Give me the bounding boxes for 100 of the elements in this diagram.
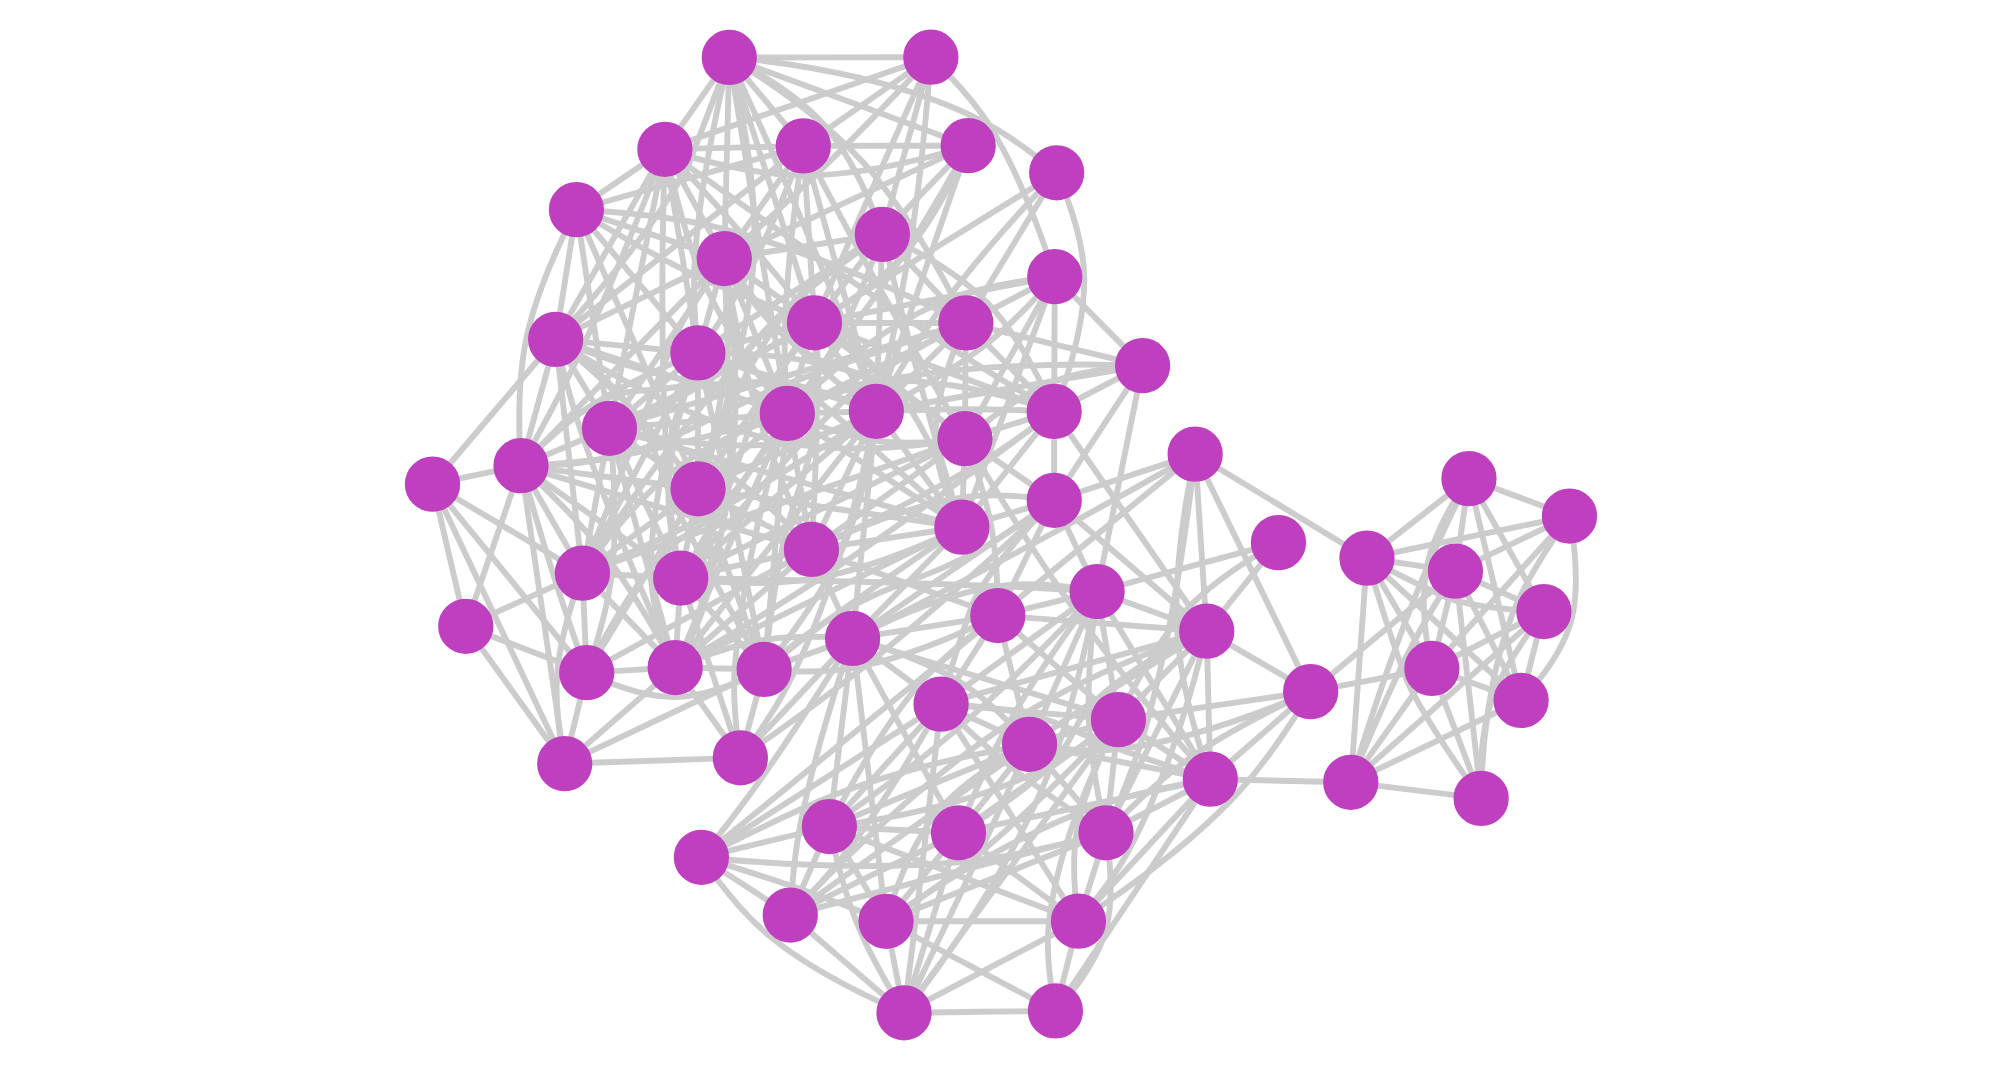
node-circle xyxy=(1322,754,1378,810)
connector xyxy=(607,560,788,663)
connector xyxy=(578,346,852,405)
connector xyxy=(851,664,885,895)
connector xyxy=(983,781,1184,831)
connector xyxy=(982,364,1116,425)
connector xyxy=(897,162,952,218)
node-circle xyxy=(937,295,993,351)
connector xyxy=(585,678,740,756)
connector xyxy=(813,836,1080,912)
node-circle xyxy=(1049,893,1106,949)
connector xyxy=(1134,647,1190,703)
connector xyxy=(809,349,819,524)
connector xyxy=(873,465,1172,629)
connector xyxy=(1070,293,1126,349)
connector xyxy=(1227,707,1292,764)
node-circle xyxy=(1166,426,1222,482)
connector xyxy=(1076,459,1170,496)
connector xyxy=(946,74,1049,253)
connector xyxy=(838,329,1030,406)
connector xyxy=(915,738,1105,994)
node-circle xyxy=(857,893,913,949)
connector xyxy=(632,432,937,523)
connector xyxy=(967,300,1048,504)
connector xyxy=(964,611,1083,810)
connector xyxy=(1120,546,1254,588)
connector xyxy=(1059,196,1087,388)
connector xyxy=(805,725,930,898)
connector xyxy=(1535,542,1578,682)
connector xyxy=(964,635,1181,701)
connector xyxy=(844,721,925,809)
connector xyxy=(688,150,943,179)
connector xyxy=(1014,630,1100,705)
node-circle xyxy=(636,121,692,177)
connector xyxy=(1478,536,1557,772)
connector xyxy=(827,253,868,303)
connector xyxy=(1112,480,1194,810)
connector xyxy=(1053,723,1093,740)
node-circle xyxy=(758,385,814,442)
node-circle xyxy=(912,676,968,732)
connector xyxy=(695,425,1034,657)
connector xyxy=(434,509,462,602)
connector xyxy=(876,616,971,638)
node-circle xyxy=(669,325,725,381)
connector xyxy=(1049,643,1184,732)
connector xyxy=(520,491,563,738)
connector xyxy=(885,82,926,211)
connector xyxy=(470,489,515,603)
node-circle xyxy=(1113,338,1170,394)
connector xyxy=(524,364,551,441)
connector xyxy=(829,142,940,149)
connector xyxy=(990,326,1117,363)
connector xyxy=(721,869,769,904)
node-circle xyxy=(1025,383,1081,440)
connector xyxy=(1066,800,1197,991)
node-circle xyxy=(1282,664,1338,720)
connector xyxy=(959,604,1077,691)
connector xyxy=(1419,498,1457,644)
connector xyxy=(1354,501,1459,759)
connector xyxy=(685,602,734,734)
connector xyxy=(1372,709,1498,774)
connector xyxy=(847,609,1080,814)
connector xyxy=(580,338,672,354)
connector xyxy=(804,637,1183,899)
connector xyxy=(835,528,936,549)
connector xyxy=(544,470,786,546)
node-circle xyxy=(761,887,817,943)
connector xyxy=(903,730,940,988)
connector xyxy=(812,168,954,418)
connector xyxy=(887,946,901,987)
connector xyxy=(680,167,799,304)
connector xyxy=(981,339,1037,395)
connector xyxy=(608,678,740,700)
connector xyxy=(552,598,576,738)
connector xyxy=(752,436,873,738)
connector xyxy=(1348,584,1367,757)
connector xyxy=(1192,480,1207,606)
connector xyxy=(907,931,1033,1002)
connector xyxy=(1107,613,1198,758)
node-circle xyxy=(1089,692,1146,748)
node-circle xyxy=(536,736,592,792)
connector xyxy=(978,639,1184,822)
connector xyxy=(565,171,654,318)
node-circle xyxy=(1026,983,1083,1039)
connector xyxy=(543,435,586,458)
connector xyxy=(899,851,943,903)
connector xyxy=(1455,504,1467,546)
connector xyxy=(690,342,800,558)
connector xyxy=(589,755,714,766)
node-circle xyxy=(711,730,767,786)
connector xyxy=(1388,567,1517,614)
node-circle xyxy=(1403,640,1459,697)
node-circle xyxy=(558,645,614,701)
connector xyxy=(1523,636,1540,676)
connector xyxy=(524,489,580,650)
connector xyxy=(1050,437,1057,474)
connector xyxy=(1023,614,1180,633)
connector xyxy=(695,332,944,560)
connector xyxy=(974,299,1044,418)
connector xyxy=(723,746,1003,848)
